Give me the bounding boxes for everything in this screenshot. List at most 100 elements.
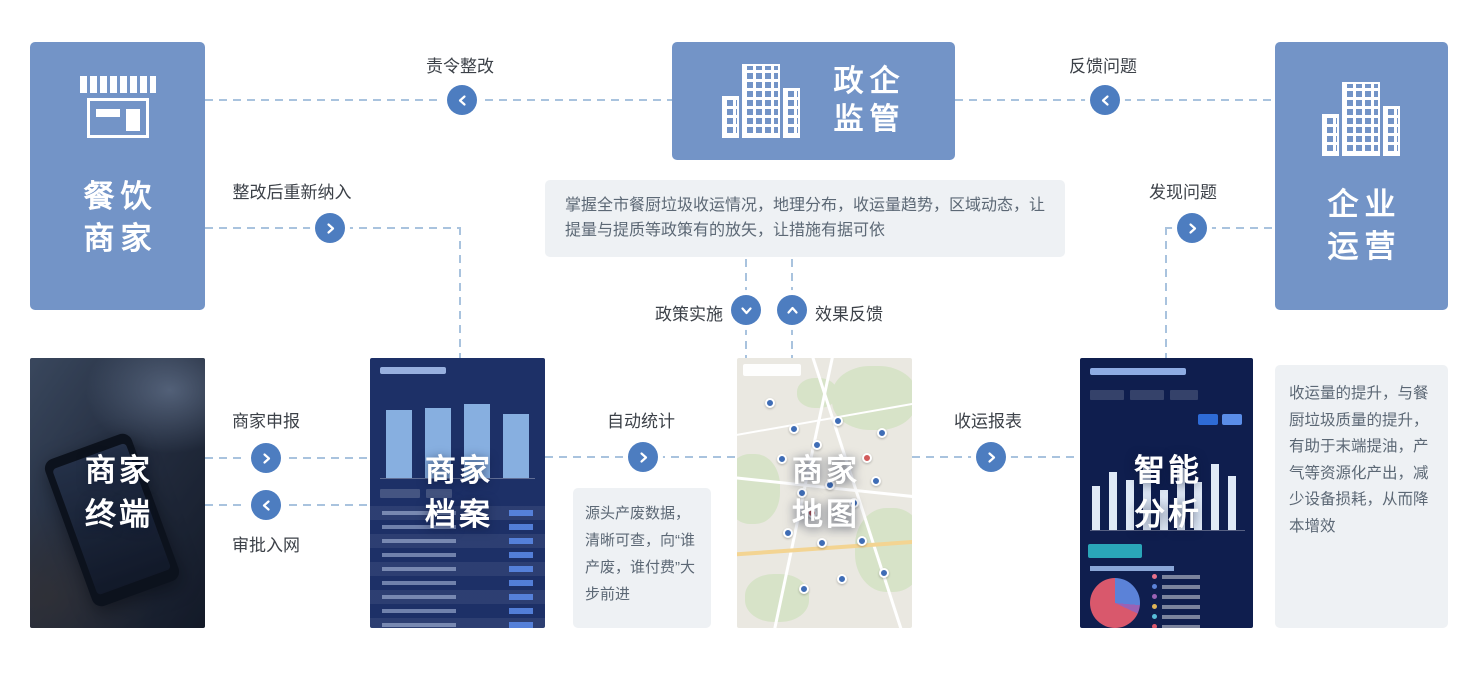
- data-table: [370, 506, 545, 628]
- buildings-icon: [721, 64, 802, 138]
- title-line-2: 终端: [85, 497, 153, 532]
- bar-chart-bar: [1160, 490, 1168, 530]
- map-pin-icon: [825, 480, 835, 490]
- chevron-right-icon: [315, 213, 345, 243]
- chevron-left-icon: [447, 85, 477, 115]
- connector-line: [1165, 227, 1167, 358]
- map-pin-icon: [777, 454, 787, 464]
- order-rectification-label: 责令整改: [426, 57, 494, 76]
- map-pin-icon: [789, 424, 799, 434]
- chevron-left-icon: [1090, 85, 1120, 115]
- auto-statistics-label: 自动统计: [607, 412, 675, 431]
- title-line-2: 商家: [83, 221, 158, 256]
- thumbnail-title: 商家 档案: [370, 358, 545, 628]
- chart-axis: [380, 478, 535, 479]
- title-line-1: 政企: [833, 65, 906, 98]
- title-line-1: 商家: [425, 453, 493, 488]
- map-pin-icon: [849, 498, 859, 508]
- connector-line: [205, 99, 672, 101]
- button-chip: [1198, 414, 1218, 425]
- title-line-2: 分析: [1134, 497, 1202, 532]
- connector-line: [205, 457, 370, 459]
- storefront-icon: [74, 76, 162, 138]
- policy-implementation-label: 政策实施: [655, 305, 723, 324]
- node-enterprise-operation: 企业 运营: [1275, 42, 1448, 310]
- chevron-right-icon: [976, 442, 1006, 472]
- node-government-supervision: 政企 监管: [672, 42, 955, 160]
- map-pin-icon: [783, 528, 793, 538]
- title-line-2: 运营: [1327, 229, 1402, 264]
- map-search-panel: [743, 364, 801, 376]
- map-pin-icon: [807, 508, 817, 518]
- statistics-description-text: 源头产废数据，清晰可查，向“谁产废，谁付费”大步前进: [585, 505, 695, 603]
- chevron-right-icon: [628, 442, 658, 472]
- pie-chart: [1090, 578, 1140, 628]
- map-pin-icon: [765, 398, 775, 408]
- card-title: 餐饮 商家: [78, 176, 158, 260]
- chart-axis: [1090, 530, 1245, 531]
- map-pin-icon: [837, 574, 847, 584]
- thumbnail-title: 智能 分析: [1080, 358, 1253, 628]
- node-restaurant-merchant: 餐饮 商家: [30, 42, 205, 310]
- connector-line: [205, 504, 370, 506]
- find-problem-label: 发现问题: [1149, 183, 1217, 202]
- filter-chip: [380, 489, 420, 498]
- reinclude-label: 整改后重新纳入: [232, 183, 352, 202]
- bar-chart-bar: [425, 408, 451, 478]
- merchant-map-thumbnail: 商家 地图: [737, 358, 912, 628]
- map-pin-icon: [877, 428, 887, 438]
- chevron-right-icon: [251, 443, 281, 473]
- merchant-archive-thumbnail: 商家 档案: [370, 358, 545, 628]
- approval-network-label: 审批入网: [232, 536, 300, 555]
- map-pin-icon: [799, 584, 809, 594]
- chevron-left-icon: [251, 490, 281, 520]
- dashboard-title-bar: [1090, 368, 1186, 375]
- bar-chart-bar: [386, 410, 412, 478]
- bar-chart-bar: [1126, 480, 1134, 530]
- connector-line: [459, 227, 461, 358]
- map-pin-icon: [797, 488, 807, 498]
- feedback-problem-label: 反馈问题: [1069, 57, 1137, 76]
- bar-chart-bar: [1228, 476, 1236, 530]
- bar-chart-bar: [464, 404, 490, 478]
- map-pin-icon: [857, 536, 867, 546]
- chevron-right-icon: [1177, 213, 1207, 243]
- connector-line: [745, 259, 747, 293]
- title-line-1: 商家: [85, 453, 153, 488]
- intelligent-analysis-thumbnail: 智能 分析: [1080, 358, 1253, 628]
- bar-chart-bar: [1194, 482, 1202, 530]
- map-pin-icon: [879, 568, 889, 578]
- thumbnail-title: 商家 终端: [30, 358, 205, 628]
- title-line-2: 地图: [792, 497, 860, 532]
- map-pin-icon: [812, 440, 822, 450]
- bar-chart-bar: [1109, 472, 1117, 530]
- button-chip: [1222, 414, 1242, 425]
- title-line-2: 档案: [425, 497, 493, 532]
- bar-chart-bar: [503, 414, 529, 478]
- title-line-2: 监管: [833, 103, 906, 136]
- chevron-down-icon: [731, 295, 761, 325]
- government-description-text: 掌握全市餐厨垃圾收运情况，地理分布，收运量趋势，区域动态，让提量与提质等政策有的…: [565, 197, 1046, 239]
- card-title: 企业 运营: [1322, 184, 1402, 268]
- government-description-box: 掌握全市餐厨垃圾收运情况，地理分布，收运量趋势，区域动态，让提量与提质等政策有的…: [545, 180, 1065, 257]
- map-pin-icon: [871, 476, 881, 486]
- teal-button-chip: [1088, 544, 1142, 558]
- filter-chip: [426, 489, 452, 498]
- title-line-1: 企业: [1327, 187, 1402, 222]
- map-pin-icon: [833, 416, 843, 426]
- effect-feedback-label: 效果反馈: [815, 305, 883, 324]
- buildings-icon: [1321, 82, 1402, 156]
- map-pin-icon: [862, 453, 872, 463]
- title-line-1: 餐饮: [83, 179, 158, 214]
- map-pin-icon: [817, 538, 827, 548]
- connector-line: [791, 259, 793, 293]
- bar-chart-bar: [1092, 486, 1100, 530]
- section-title-bar: [1090, 566, 1174, 571]
- title-line-1: 智能: [1134, 453, 1202, 488]
- title-line-1: 商家: [792, 453, 860, 488]
- thumbnail-title: 商家 地图: [737, 358, 912, 628]
- bar-chart-bar: [1211, 464, 1219, 530]
- analysis-description-box: 收运量的提升，与餐厨垃圾质量的提升，有助于末端提油，产气等资源化产出，减少设备损…: [1275, 365, 1448, 628]
- chevron-up-icon: [777, 295, 807, 325]
